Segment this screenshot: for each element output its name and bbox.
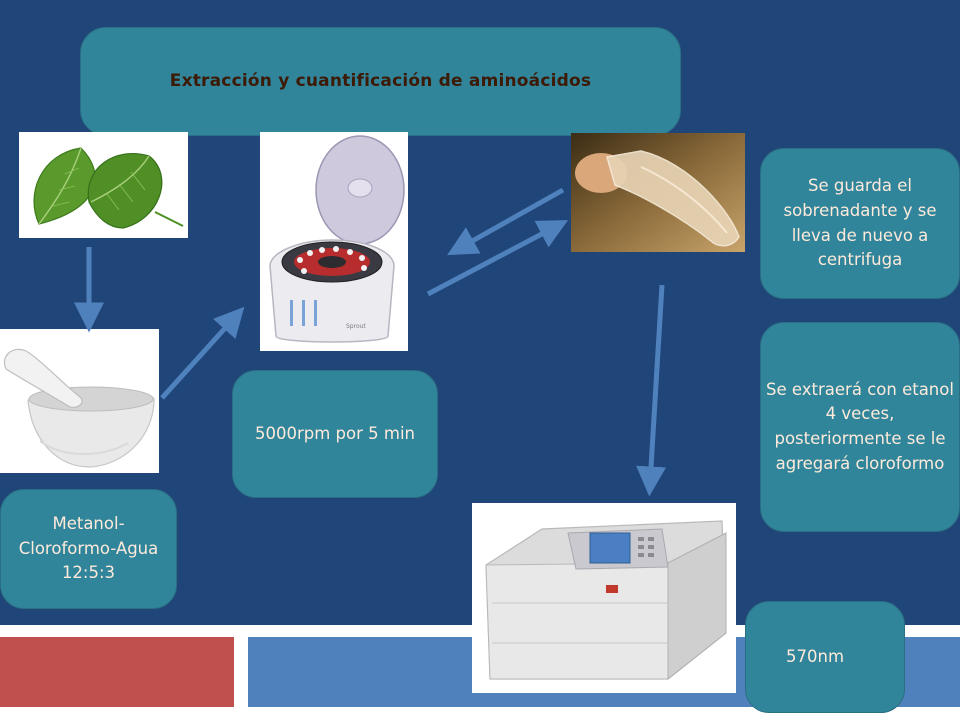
- leaves-photo: [19, 132, 188, 238]
- title-box: Extracción y cuantificación de aminoácid…: [80, 27, 681, 136]
- solvent-box: Metanol-Cloroformo-Agua 12:5:3: [0, 489, 177, 609]
- ethanol-text: Se extraerá con etanol 4 veces, posterio…: [766, 379, 954, 473]
- spectrophotometer-photo: [472, 503, 736, 693]
- footer-bar-red: [0, 637, 234, 707]
- mortar-pestle-photo: [0, 329, 159, 473]
- centrifuge-photo: Sprout: [260, 132, 408, 351]
- ethanol-box: Se extraerá con etanol 4 veces, posterio…: [760, 322, 960, 532]
- wavelength-text: 570nm: [786, 646, 845, 666]
- title-text: Extracción y cuantificación de aminoácid…: [169, 70, 592, 91]
- supernatant-text: Se guarda el sobrenadante y se lleva de …: [783, 176, 937, 270]
- supernatant-box: Se guarda el sobrenadante y se lleva de …: [760, 148, 960, 299]
- svg-text:Sprout: Sprout: [346, 323, 366, 330]
- wavelength-box: 570nm: [745, 601, 905, 713]
- centrifuge-speed-box: 5000rpm por 5 min: [232, 370, 438, 498]
- centrifuge-speed-text: 5000rpm por 5 min: [254, 423, 416, 443]
- tube-photo: [571, 133, 745, 252]
- solvent-text: Metanol-Cloroformo-Agua 12:5:3: [18, 513, 159, 583]
